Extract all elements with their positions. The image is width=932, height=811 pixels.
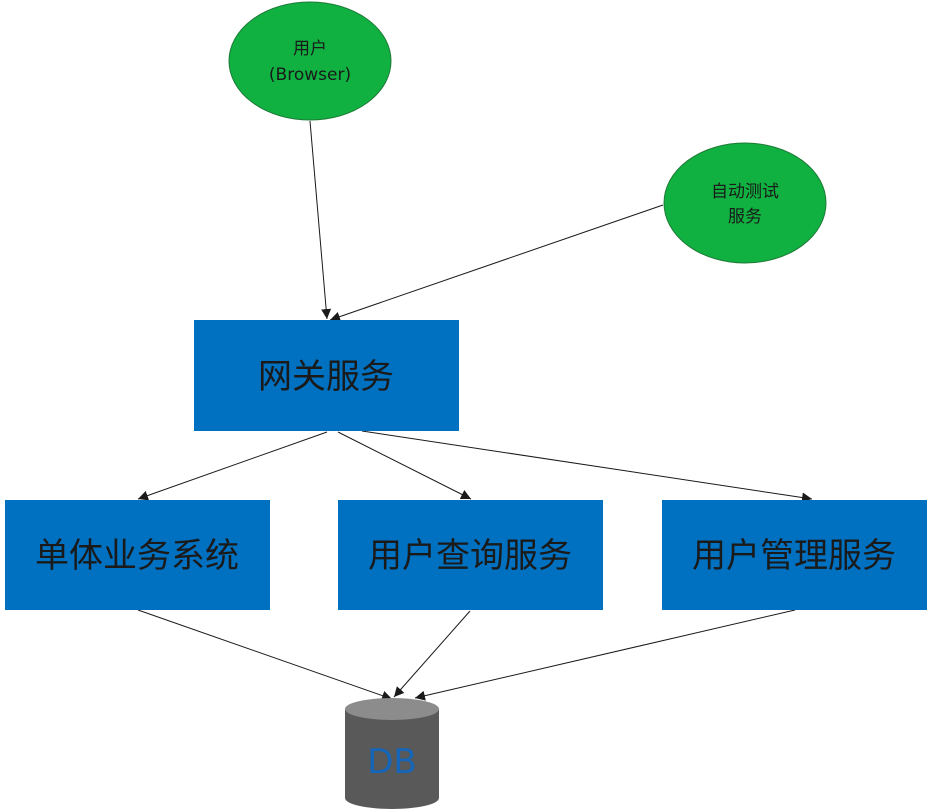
node-gateway-service[interactable]: 网关服务 (194, 320, 459, 431)
node-user-browser[interactable]: 用户 (Browser) (228, 1, 392, 121)
edge-user-to-gateway (309, 120, 332, 320)
monolith-label: 单体业务系统 (35, 536, 239, 576)
edge-autotest-to-gateway (329, 204, 664, 322)
edge-user-query-to-db (393, 610, 471, 698)
user-mgmt-box (662, 500, 927, 610)
node-autotest-service[interactable]: 自动测试 服务 (663, 142, 827, 264)
edge-gateway-to-user-query (337, 431, 472, 500)
gateway-box (194, 320, 459, 431)
autotest-label-line1: 自动测试 (711, 182, 779, 202)
edge-gateway-to-monolith (137, 431, 328, 501)
autotest-ellipse (663, 142, 827, 264)
user-label-line2: (Browser) (269, 65, 351, 85)
db-label: DB (367, 742, 417, 782)
user-label-line1: 用户 (293, 39, 327, 59)
node-user-mgmt-service[interactable]: 用户管理服务 (662, 500, 927, 610)
user-ellipse (228, 1, 392, 121)
user-mgmt-label: 用户管理服务 (692, 536, 896, 576)
db-cylinder-body (345, 709, 439, 809)
db-cylinder-top (345, 698, 439, 720)
edge-user-mgmt-to-db (414, 609, 796, 701)
autotest-label-line2: 服务 (728, 207, 762, 227)
gateway-label: 网关服务 (258, 357, 394, 397)
edge-gateway-to-user-mgmt (361, 430, 813, 503)
node-monolith-system[interactable]: 单体业务系统 (5, 500, 270, 610)
user-query-label: 用户查询服务 (368, 536, 572, 576)
monolith-box (5, 500, 270, 610)
node-user-query-service[interactable]: 用户查询服务 (338, 500, 603, 610)
node-database[interactable]: DB (345, 698, 439, 809)
edges (137, 120, 813, 701)
edge-monolith-to-db (137, 609, 393, 701)
user-query-box (338, 500, 603, 610)
